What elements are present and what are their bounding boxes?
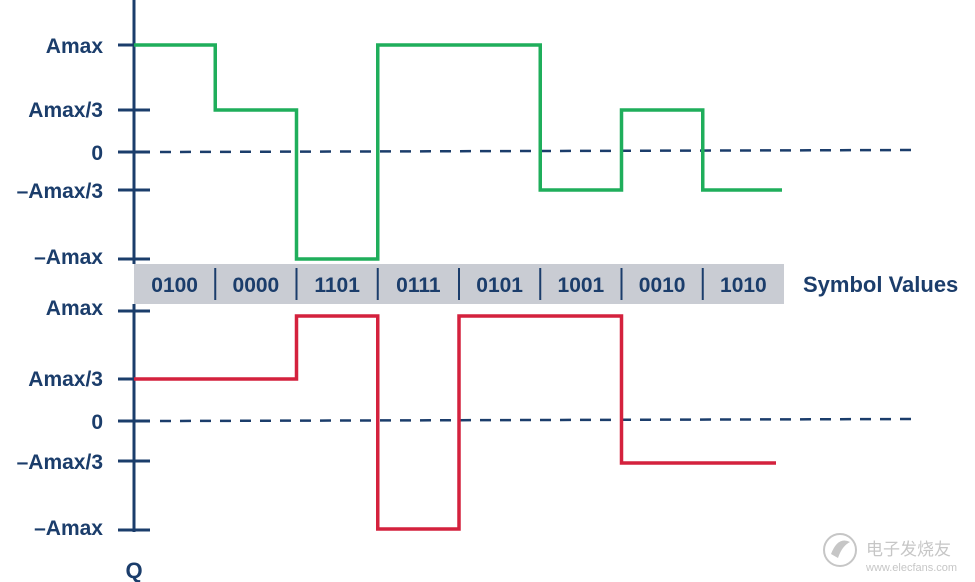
q-label-neg-amax: –Amax xyxy=(34,517,103,540)
q-axis: Q Amax Amax/3 0 –Amax/3 –Amax xyxy=(17,297,150,582)
symbol-values-caption: Symbol Values xyxy=(803,272,958,297)
i-label-amax3: Amax/3 xyxy=(28,99,103,122)
symbol-value-1: 0100 xyxy=(151,274,198,297)
q-axis-name: Q xyxy=(125,558,142,582)
q-label-amax: Amax xyxy=(46,297,104,320)
symbol-value-8: 1010 xyxy=(720,274,767,297)
i-label-amax: Amax xyxy=(46,35,104,58)
watermark-text: 电子发烧友 xyxy=(866,540,951,559)
i-label-neg-amax: –Amax xyxy=(34,246,103,269)
q-zero-dashed-line xyxy=(159,417,921,423)
i-axis-name: I xyxy=(119,0,125,5)
i-axis: I Amax Amax/3 0 –Amax/3 –Amax xyxy=(17,0,150,269)
symbol-value-4: 0111 xyxy=(396,274,441,297)
watermark-icon xyxy=(823,533,857,567)
i-label-zero: 0 xyxy=(91,142,103,165)
symbol-value-7: 0010 xyxy=(639,274,686,297)
watermark-logo: 电子发烧友 www.elecfans.com xyxy=(823,533,957,574)
i-channel-trace xyxy=(134,43,782,261)
watermark-url: www.elecfans.com xyxy=(865,562,957,574)
q-channel-trace xyxy=(134,314,776,531)
symbol-band: 0100 0000 1101 0111 0101 1001 0010 1010 Symbol … xyxy=(134,264,958,304)
symbol-value-5: 0101 xyxy=(476,274,523,297)
symbol-value-6: 1001 xyxy=(558,274,605,297)
q-label-neg-amax3: –Amax/3 xyxy=(17,451,103,474)
symbol-value-2: 0000 xyxy=(233,274,280,297)
symbol-cells: 0100 0000 1101 0111 0101 1001 0010 1010 xyxy=(151,268,767,300)
i-label-neg-amax3: –Amax/3 xyxy=(17,180,103,203)
symbol-value-3: 1101 xyxy=(314,274,360,297)
q-label-zero: 0 xyxy=(91,411,103,434)
q-label-amax3: Amax/3 xyxy=(28,368,103,391)
